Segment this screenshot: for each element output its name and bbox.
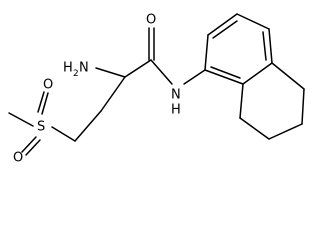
- bond-alpha-carbon-carbonyl: [124, 59, 152, 78]
- bond-sat-ring-2: [239, 117, 270, 140]
- amide-n-label: N: [171, 88, 181, 103]
- amine-h2-subscript: 2: [73, 69, 79, 79]
- carbonyl-oxygen-label: O: [146, 13, 156, 28]
- bond-ring-c4-c5: [268, 28, 273, 64]
- bond-ring-inner-3: [210, 66, 241, 79]
- sulfur-label: S: [37, 120, 45, 135]
- bond-methyl-sulfur: [8, 112, 34, 127]
- atom-label-layer: O H 2 N N H S O O: [13, 13, 181, 166]
- bond-ring-c3-c4: [236, 13, 270, 30]
- bond-sat-ring-3: [268, 123, 303, 140]
- bond-sulfur-oxygen-1-double: [37, 91, 45, 113]
- bond-ch2-ch2: [74, 110, 102, 142]
- molecule-structure-diagram: O H 2 N N H S O O: [8, 13, 305, 166]
- bond-sat-ring-4: [301, 88, 305, 125]
- bond-ring-inner-2: [262, 31, 267, 61]
- amide-h-label: H: [171, 103, 181, 118]
- bond-sat-ring-5: [271, 62, 305, 90]
- bond-alpha-carbon-amine: [95, 67, 126, 78]
- bond-sulfur-ch2: [51, 126, 76, 142]
- bond-sulfur-oxygen-2-double: [25, 139, 41, 156]
- bond-ring-c1-c2: [204, 34, 209, 71]
- amine-h-label: H: [63, 61, 73, 76]
- bond-ring-c5-c6: [242, 62, 273, 85]
- bond-ch2-alpha-carbon: [100, 76, 126, 112]
- bond-sulfur-oxygen-2: [21, 136, 37, 153]
- sulfonyl-oxygen-1-label: O: [43, 78, 53, 93]
- bond-ring-c6-c1: [204, 69, 244, 85]
- bond-carbonyl-amide-n: [150, 59, 173, 85]
- bond-ring-c2-c3: [207, 13, 238, 36]
- bond-layer: [8, 13, 305, 156]
- bond-ring-inner-1: [212, 20, 238, 39]
- sulfonyl-oxygen-2-label: O: [13, 151, 23, 166]
- bond-sulfur-oxygen-1: [41, 92, 49, 115]
- amine-n-label: N: [79, 61, 89, 76]
- bond-sat-ring-1: [239, 83, 244, 119]
- bond-amide-n-ring: [183, 69, 206, 85]
